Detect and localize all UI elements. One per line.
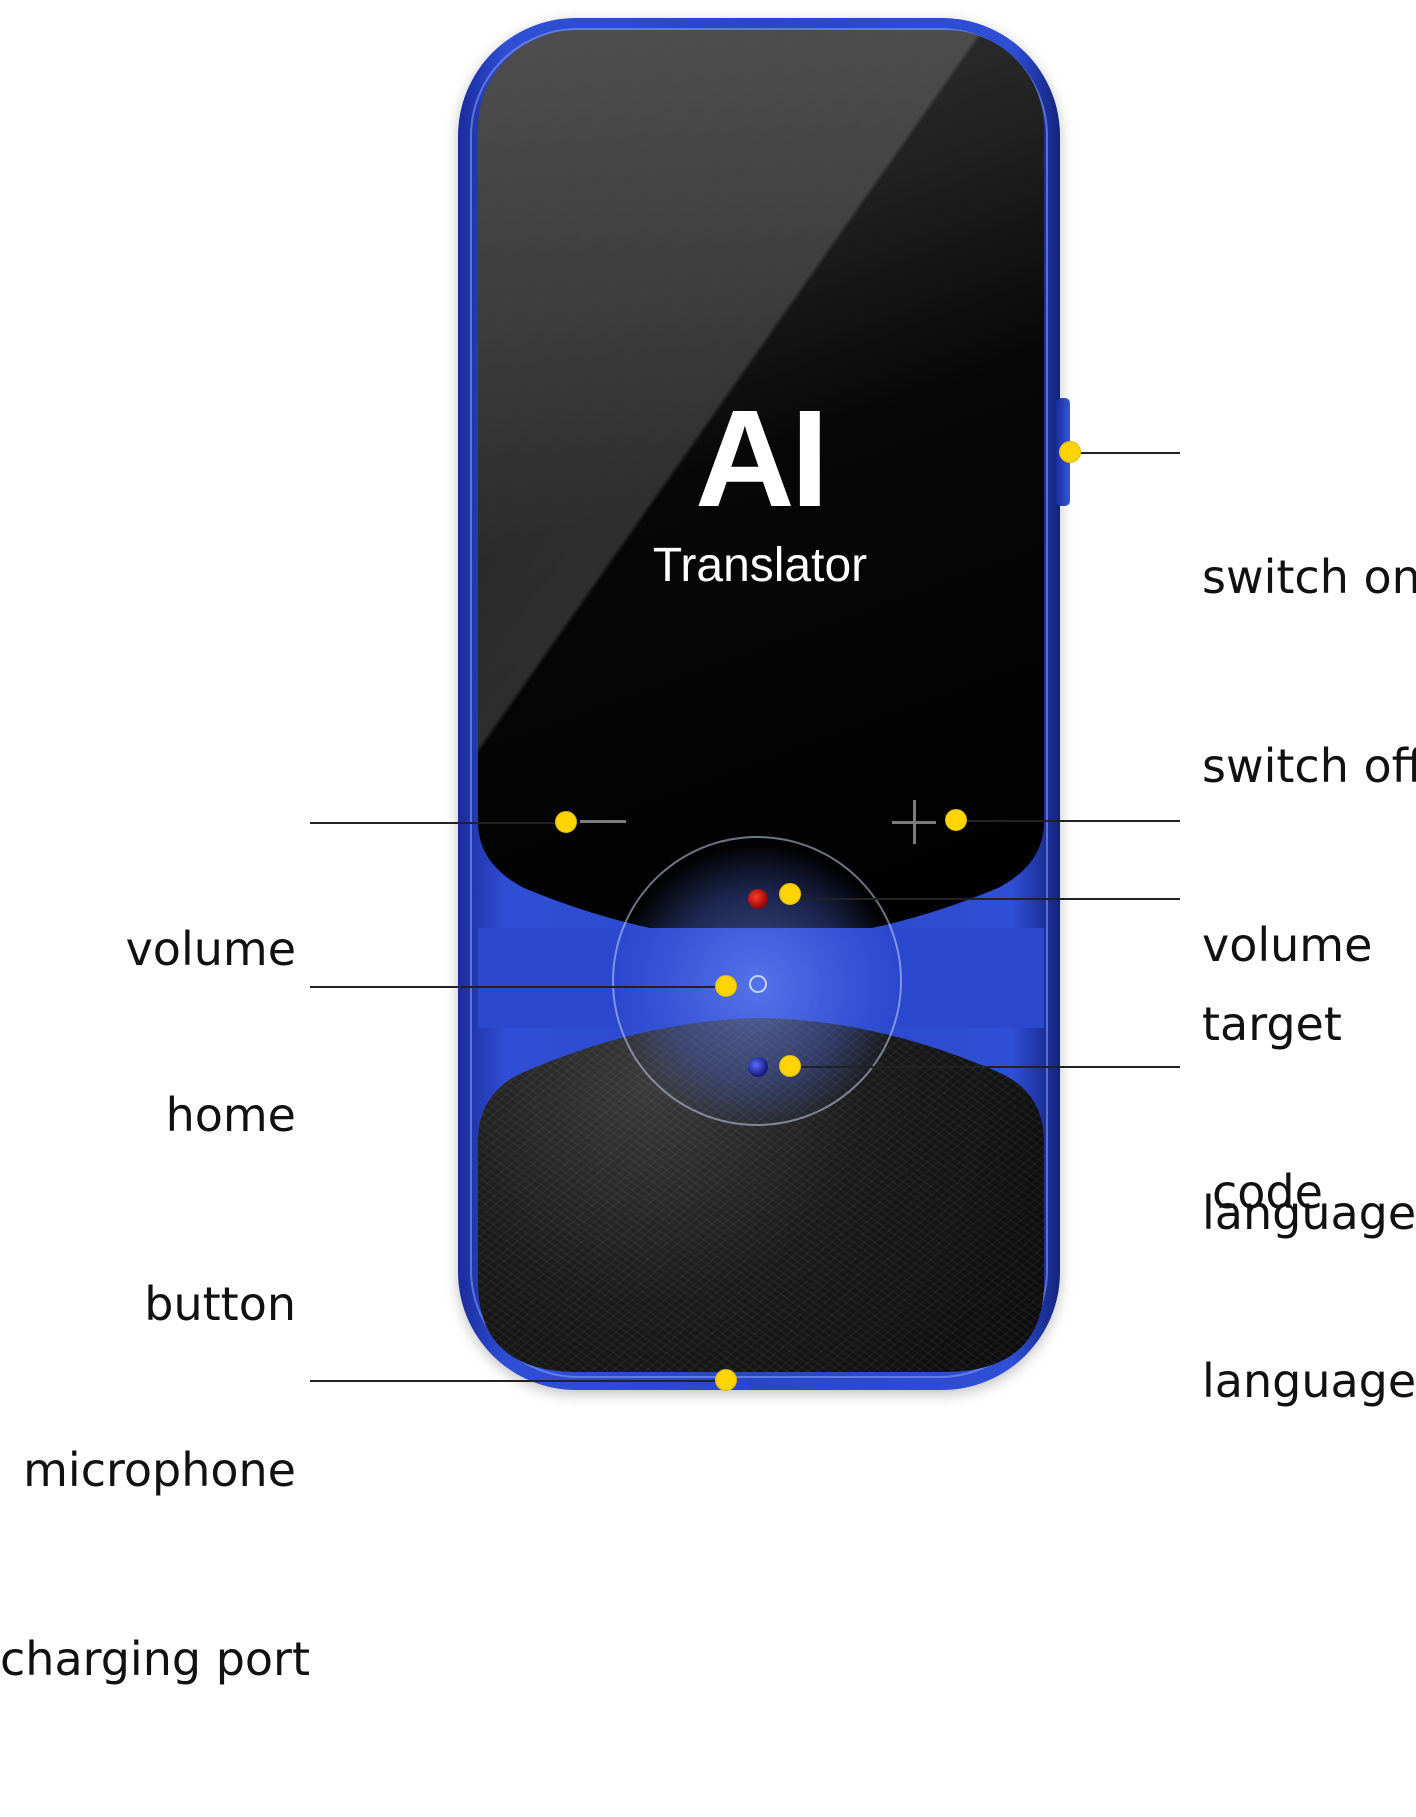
callout-dot-home-button (715, 975, 737, 997)
callout-line-code-language (790, 1066, 1180, 1068)
callout-line-microphone (310, 1380, 726, 1382)
callout-dot-target-language (779, 883, 801, 905)
label-code-language-line1: code (1212, 1165, 1323, 1219)
screen-glare (478, 30, 1044, 928)
label-code-language: code language (1202, 1035, 1416, 1539)
label-power-line1: switch on (1202, 550, 1416, 604)
red-indicator-icon (748, 889, 768, 909)
device-screen (478, 30, 1044, 928)
callout-line-volume-up (956, 820, 1180, 822)
label-target-language: target language (1202, 867, 1416, 1371)
blue-indicator-icon (748, 1057, 768, 1077)
screen-subtitle: Translator (652, 539, 868, 592)
callout-line-home-button (310, 986, 726, 988)
minus-icon (580, 820, 626, 823)
label-power: switch on switch off (1202, 420, 1416, 924)
screen-title: AI (695, 382, 829, 536)
callout-dot-microphone (715, 1369, 737, 1391)
diagram: AI Translator switch on switch off volum… (0, 18, 1416, 1686)
label-home-button: home button (20, 958, 296, 1462)
callout-line-target-language (790, 898, 1180, 900)
label-microphone: microphone charging port (0, 1313, 310, 1817)
plus-icon-vertical (913, 800, 916, 844)
callout-line-power (1070, 452, 1180, 454)
label-home-button-line1: home (165, 1088, 296, 1142)
label-volume-down: volume (20, 792, 296, 1107)
label-target-language-line1: target (1202, 997, 1342, 1051)
label-volume-up-line1: volume (1202, 918, 1373, 972)
callout-dot-volume-up (945, 809, 967, 831)
device-rim (470, 28, 1048, 1378)
label-volume-down-line1: volume (125, 922, 296, 976)
label-microphone-line1: microphone (23, 1443, 296, 1497)
callout-dot-code-language (779, 1055, 801, 1077)
label-code-language-line2: language (1202, 1354, 1416, 1408)
label-target-language-line2: language (1202, 1186, 1416, 1240)
home-ring-icon (749, 975, 767, 993)
label-power-line2: switch off (1202, 739, 1416, 793)
label-volume-up: volume (1202, 788, 1372, 1103)
callout-dot-power (1059, 441, 1081, 463)
label-home-button-line2: button (144, 1277, 296, 1331)
callout-line-volume-down (310, 822, 566, 824)
label-microphone-line2: charging port (0, 1632, 310, 1686)
callout-dot-volume-down (555, 811, 577, 833)
